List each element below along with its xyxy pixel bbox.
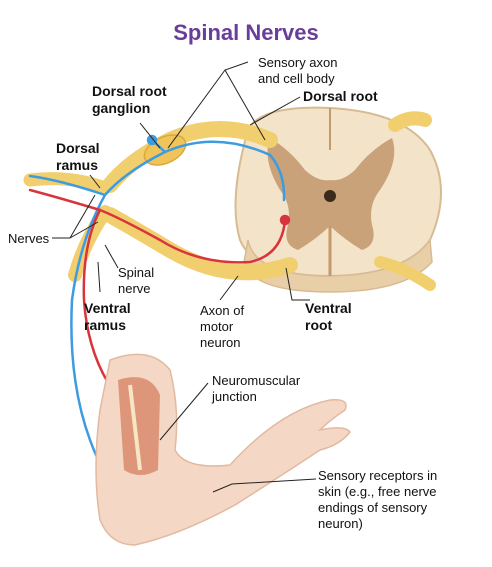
leader-lines — [52, 61, 317, 493]
label-ventral-ramus: Ventral ramus — [84, 300, 131, 333]
label-axon-motor-neuron: Axon of motor neuron — [200, 303, 245, 350]
page-title: Spinal Nerves — [173, 20, 319, 45]
arm — [95, 353, 351, 546]
label-ventral-root: Ventral root — [305, 300, 352, 333]
label-nerves: Nerves — [8, 231, 50, 246]
label-dorsal-ramus: Dorsal ramus — [56, 140, 100, 173]
label-sensory-axon: Sensory axon and cell body — [258, 55, 338, 86]
label-sensory-receptors: Sensory receptors in skin (e.g., free ne… — [318, 468, 438, 531]
label-dorsal-root-ganglion: Dorsal root ganglion — [92, 83, 167, 116]
spinal-cord — [234, 106, 442, 293]
label-dorsal-root: Dorsal root — [303, 88, 378, 104]
label-neuromuscular-junction: Neuromuscular junction — [212, 373, 301, 404]
label-spinal-nerve: Spinal nerve — [118, 265, 155, 296]
